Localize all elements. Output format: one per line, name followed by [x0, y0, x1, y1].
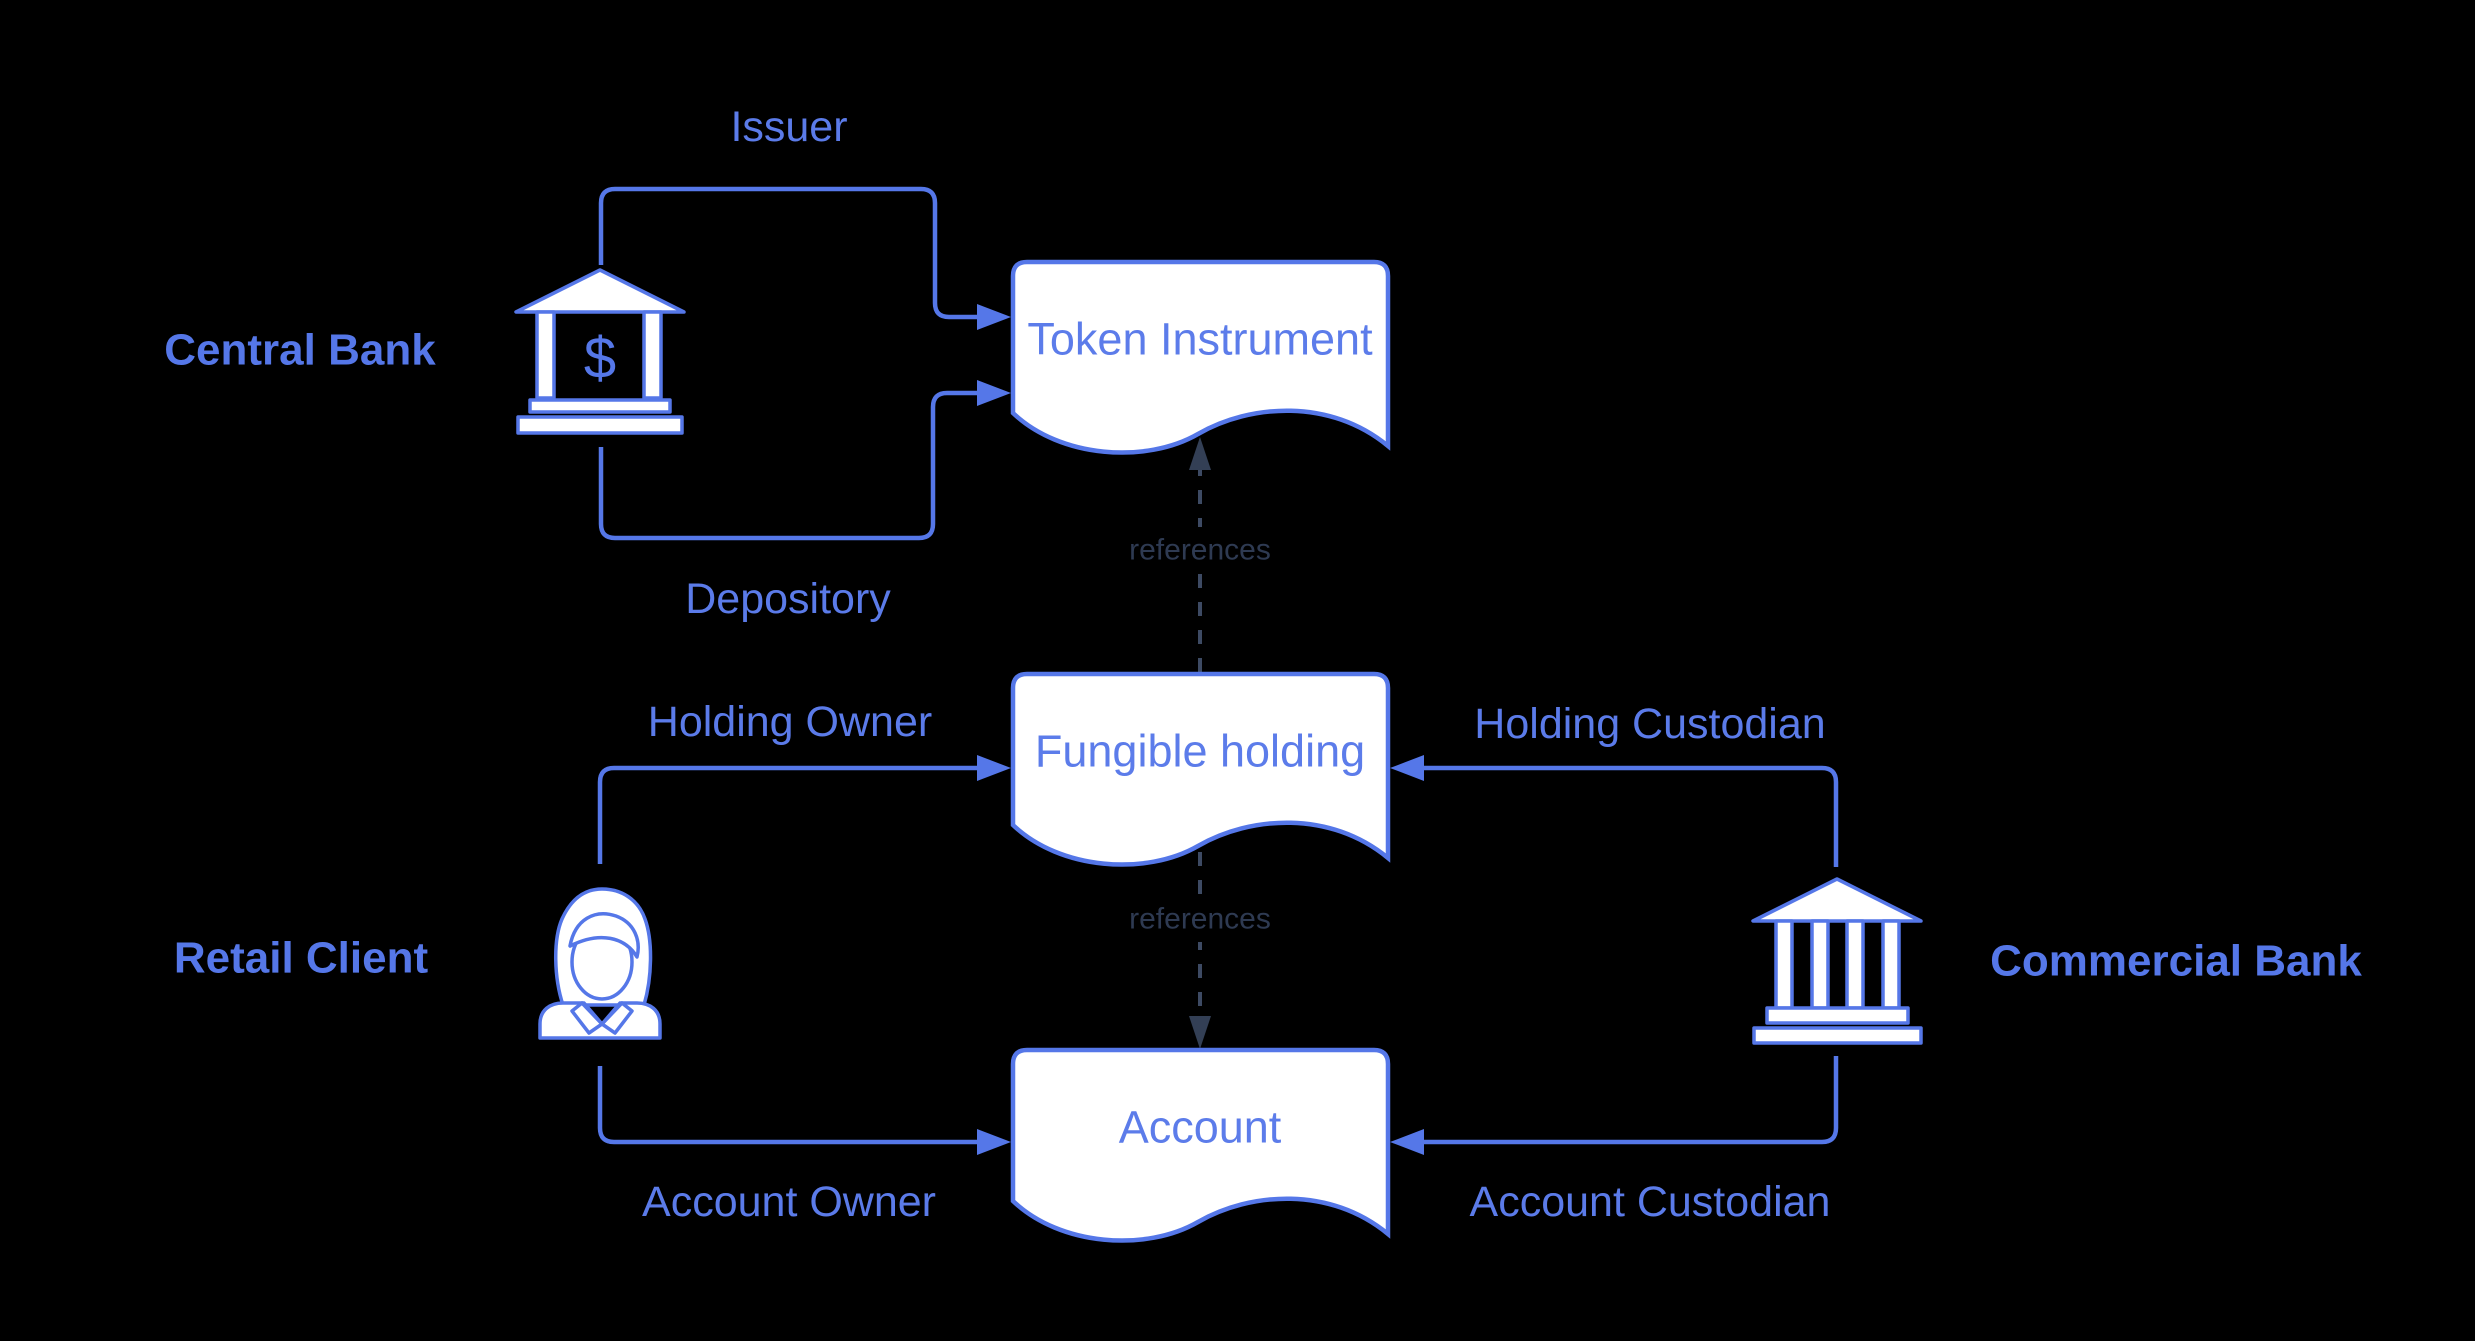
issuer-connector: [598, 186, 1011, 330]
bank-roof: [514, 268, 686, 314]
account-node-label: Account: [1119, 1102, 1282, 1153]
account-owner-label: Account Owner: [642, 1178, 936, 1226]
bank-step: [1752, 1026, 1923, 1045]
account-owner-connector-line: [597, 1066, 977, 1145]
arrowhead-icon: [1390, 1129, 1424, 1155]
holding-custodian-connector-line: [1424, 765, 1839, 867]
fungible-holding-label: Fungible holding: [1035, 726, 1365, 777]
arrowhead-icon: [977, 755, 1011, 781]
person-collar: [600, 1001, 634, 1035]
arrowhead-icon: [977, 1129, 1011, 1155]
person-collar: [570, 1001, 604, 1035]
references-label-backing: [1114, 527, 1286, 573]
holding-owner-connector-line: [597, 765, 977, 864]
dashed-arrowhead-icon: [1189, 1016, 1211, 1049]
bank-column: [1774, 919, 1794, 1010]
token-instrument-label: Token Instrument: [1027, 314, 1373, 365]
holding-custodian-connector: [1390, 755, 1839, 867]
issuer-label: Issuer: [730, 103, 847, 151]
central-bank-label: Central Bank: [164, 326, 436, 375]
arrowhead-icon: [977, 304, 1011, 330]
commercial-bank-icon: [1751, 877, 1923, 1045]
dashed-arrowhead-icon: [1189, 437, 1211, 470]
bank-column: [535, 310, 556, 400]
account-custodian-connector: [1390, 1056, 1839, 1155]
holding-owner-label: Holding Owner: [648, 698, 932, 746]
references-label-backing: [1114, 896, 1286, 942]
depository-connector: [598, 380, 1011, 541]
bank-roof: [1751, 877, 1923, 923]
depository-label: Depository: [685, 575, 891, 623]
retail-client-label: Retail Client: [174, 934, 429, 983]
references-account-label: references: [1129, 903, 1271, 936]
depository-connector-line: [598, 390, 977, 541]
fungible-holding-node: [1010, 671, 1391, 867]
bank-column: [1810, 919, 1830, 1010]
token-instrument-node: [1010, 259, 1391, 455]
issuer-connector-line: [598, 186, 977, 320]
central-bank-icon: $: [514, 268, 686, 435]
holding-owner-connector: [597, 755, 1011, 864]
bank-step: [1765, 1006, 1910, 1025]
account-owner-connector: [597, 1066, 1011, 1155]
bank-step: [516, 415, 684, 435]
bank-column: [1845, 919, 1865, 1010]
retail-client-icon: [538, 887, 662, 1040]
holding-custodian-label: Holding Custodian: [1474, 700, 1825, 748]
arrowhead-icon: [977, 380, 1011, 406]
account-node: [1010, 1047, 1391, 1243]
arrowhead-icon: [1390, 755, 1424, 781]
bank-column: [642, 310, 663, 400]
account-custodian-label: Account Custodian: [1470, 1178, 1831, 1226]
references-token-label: references: [1129, 534, 1271, 567]
bank-step: [528, 398, 672, 414]
commercial-bank-label: Commercial Bank: [1990, 937, 2362, 986]
account-custodian-connector-line: [1424, 1056, 1839, 1145]
references-token-connector: [1189, 437, 1211, 672]
dollar-sign-icon: $: [584, 326, 616, 391]
person-fringe: [568, 912, 640, 959]
references-account-connector: [1189, 852, 1211, 1049]
bank-column: [1881, 919, 1901, 1010]
